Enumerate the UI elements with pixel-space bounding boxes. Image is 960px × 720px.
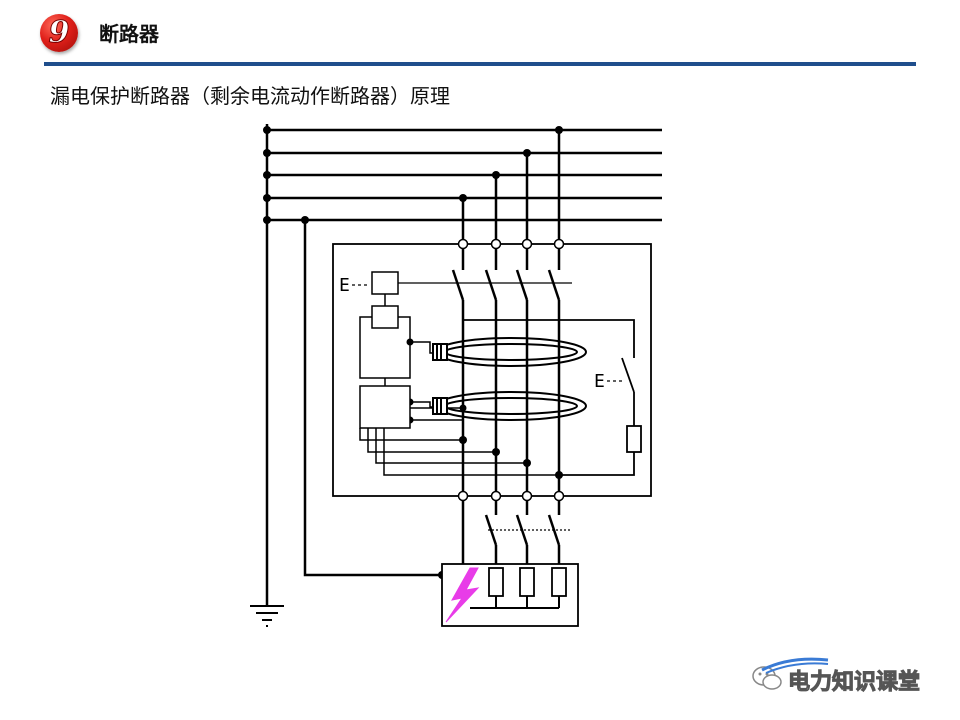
test-resistor <box>626 425 642 453</box>
ground-icon <box>250 605 284 627</box>
load-resistor-1 <box>488 567 504 597</box>
relay-coil-block <box>371 305 399 329</box>
leakage-fault-icon <box>445 567 480 623</box>
current-transformer-lower <box>432 391 587 421</box>
trip-label-test: E <box>594 371 605 392</box>
neutral-return-line <box>303 220 442 577</box>
load-resistor-3 <box>551 567 567 597</box>
section-number: 9 <box>48 15 70 51</box>
section-title: 断路器 <box>99 22 159 46</box>
section-number-badge: 9 <box>40 14 78 52</box>
current-transformer-upper <box>432 337 587 367</box>
wechat-logo-icon <box>752 666 782 690</box>
slide-subtitle: 漏电保护断路器（剩余电流动作断路器）原理 <box>50 84 450 108</box>
watermark-text: 电力知识课堂 <box>787 670 921 696</box>
slide-header: 9 断路器 <box>0 0 960 70</box>
watermark-swoosh-icon <box>761 657 829 674</box>
load-resistor-2 <box>519 567 535 597</box>
electronic-amplifier-block <box>359 385 411 429</box>
trip-label-upper: E <box>339 275 350 296</box>
trip-relay-block <box>371 271 399 295</box>
header-rule <box>44 62 916 66</box>
